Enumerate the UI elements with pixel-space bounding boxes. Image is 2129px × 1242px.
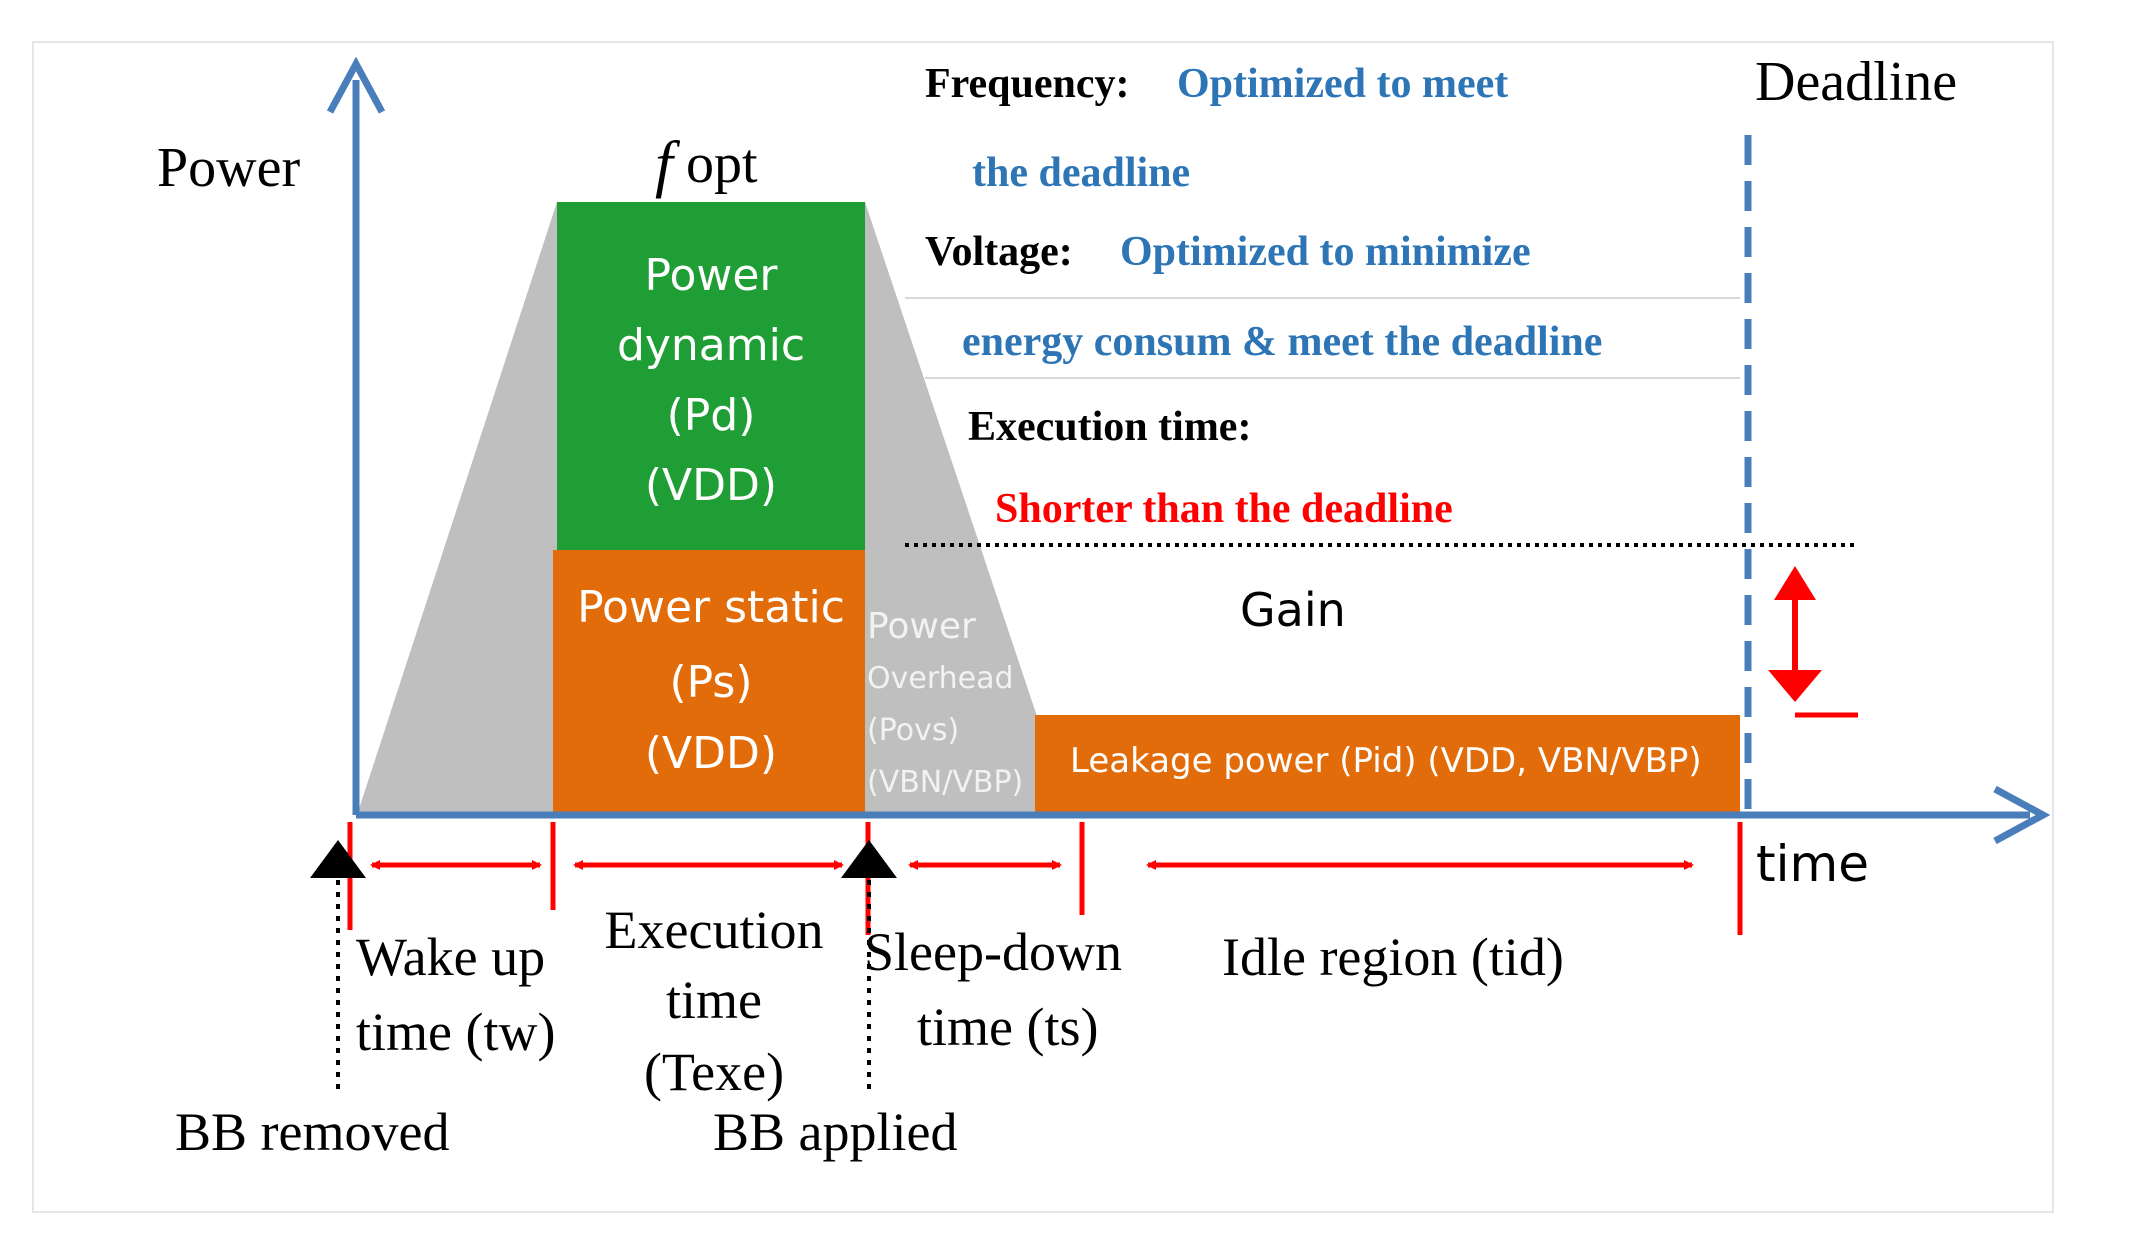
execution-time-note: Execution time: Shorter than the deadlin… [968,404,1453,532]
bb-applied-label: BB applied [713,1102,957,1162]
svg-text:dynamic: dynamic [617,320,805,371]
wakeup-time-label: Wake up time (tw) [356,927,555,1062]
svg-text:the deadline: the deadline [972,150,1190,196]
power-static-label: Power static (Ps) (VDD) [577,582,845,779]
power-static-block [553,550,865,815]
bb-removed-label: BB removed [175,1102,449,1162]
svg-text:f: f [655,128,681,199]
svg-text:(VBN/VBP): (VBN/VBP) [867,765,1023,800]
svg-text:(Ps): (Ps) [669,657,752,708]
svg-text:Execution time:: Execution time: [968,404,1251,450]
interval-ticks [347,822,1743,935]
execution-time-label: Execution time (Texe) [605,900,824,1102]
svg-text:time (ts): time (ts) [917,997,1098,1057]
svg-text:time (tw): time (tw) [356,1002,555,1062]
frequency-note: Frequency: Optimized to meet the deadlin… [925,61,1508,196]
idle-region-label: Idle region (tid) [1222,927,1564,987]
x-axis-label: time [1756,835,1869,893]
power-overhead-label: Power Overhead (Povs) (VBN/VBP) [867,606,1023,800]
gain-label: Gain [1240,583,1346,637]
svg-text:Overhead: Overhead [867,661,1014,696]
svg-text:Power static: Power static [577,582,845,633]
svg-text:Frequency:: Frequency: [925,61,1130,107]
gain-arrow-up-head [1774,566,1816,600]
svg-text:Optimized to meet: Optimized to meet [1177,61,1508,107]
gain-arrow-down-head [1768,670,1822,702]
svg-text:Sleep-down: Sleep-down [864,922,1122,982]
svg-text:time: time [666,970,762,1030]
svg-text:Shorter than the deadline: Shorter than the deadline [995,486,1453,532]
y-axis-label: Power [157,137,300,199]
x-axis-arrowhead [1993,785,2051,845]
svg-text:Voltage:: Voltage: [925,229,1073,275]
svg-text:Power: Power [867,606,976,647]
svg-text:Power: Power [644,250,778,301]
voltage-note: Voltage: Optimized to minimize energy co… [925,229,1602,365]
svg-text:Optimized to minimize: Optimized to minimize [1120,229,1531,275]
svg-text:(Povs): (Povs) [867,713,959,748]
figure-frame [32,41,2054,1213]
leakage-power-label: Leakage power (Pid) (VDD, VBN/VBP) [1070,741,1702,781]
fopt-label: f opt [655,128,758,199]
svg-text:(Pd): (Pd) [667,390,756,441]
deadline-label: Deadline [1755,51,1957,113]
svg-text:opt: opt [686,133,758,195]
svg-text:(VDD): (VDD) [645,460,777,511]
svg-text:Wake up: Wake up [356,927,545,987]
svg-text:(VDD): (VDD) [645,728,777,779]
power-dynamic-label: Power dynamic (Pd) (VDD) [617,250,805,511]
svg-text:(Texe): (Texe) [644,1042,784,1102]
y-axis-arrowhead [326,56,386,114]
sleepdown-time-label: Sleep-down time (ts) [864,922,1122,1057]
bb-removed-marker [310,840,366,878]
svg-text:energy consum & meet the deadl: energy consum & meet the deadline [962,319,1602,365]
power-dynamic-block [557,202,865,550]
svg-text:Execution: Execution [605,900,824,960]
bb-applied-marker [841,840,897,878]
leakage-power-block [1035,715,1740,815]
